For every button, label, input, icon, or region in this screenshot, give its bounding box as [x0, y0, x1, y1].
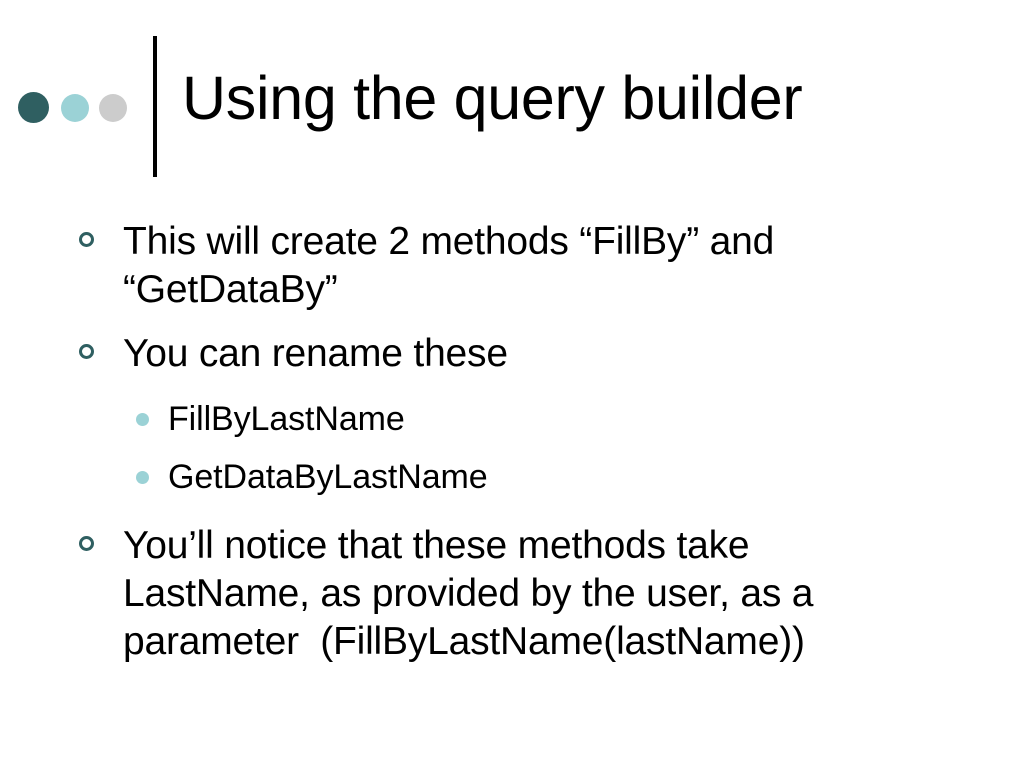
- decoration-dot-gray: [99, 94, 127, 122]
- title-decoration-dots: [18, 92, 130, 124]
- bullet-dot-icon: [136, 471, 149, 484]
- slide-body: This will create 2 methods “FillBy” and …: [78, 218, 978, 668]
- bullet-text: You can rename these: [123, 332, 508, 375]
- bullet-ring-icon: [79, 536, 94, 551]
- bullet-item-level2: FillByLastName: [78, 390, 978, 448]
- bullet-dot-icon: [136, 413, 149, 426]
- bullet-ring-icon: [79, 344, 94, 359]
- bullet-text: This will create 2 methods “FillBy” and …: [123, 220, 785, 311]
- bullet-item-level1: You can rename these: [78, 330, 913, 378]
- spacer: [78, 506, 978, 522]
- slide-title-block: Using the query builder: [0, 0, 1024, 200]
- spacer: [78, 380, 978, 390]
- bullet-text: GetDataByLastName: [168, 458, 488, 496]
- title-vertical-rule: [153, 36, 157, 177]
- bullet-item-level1: You’ll notice that these methods take La…: [78, 522, 913, 666]
- bullet-item-level1: This will create 2 methods “FillBy” and …: [78, 218, 913, 314]
- bullet-text: You’ll notice that these methods take La…: [123, 524, 824, 663]
- spacer: [78, 316, 978, 330]
- bullet-item-level2: GetDataByLastName: [78, 448, 978, 506]
- bullet-ring-icon: [79, 232, 94, 247]
- bullet-text: FillByLastName: [168, 400, 405, 438]
- decoration-dot-dark-teal: [18, 92, 49, 123]
- page-title: Using the query builder: [182, 64, 803, 132]
- decoration-dot-light-teal: [61, 94, 89, 122]
